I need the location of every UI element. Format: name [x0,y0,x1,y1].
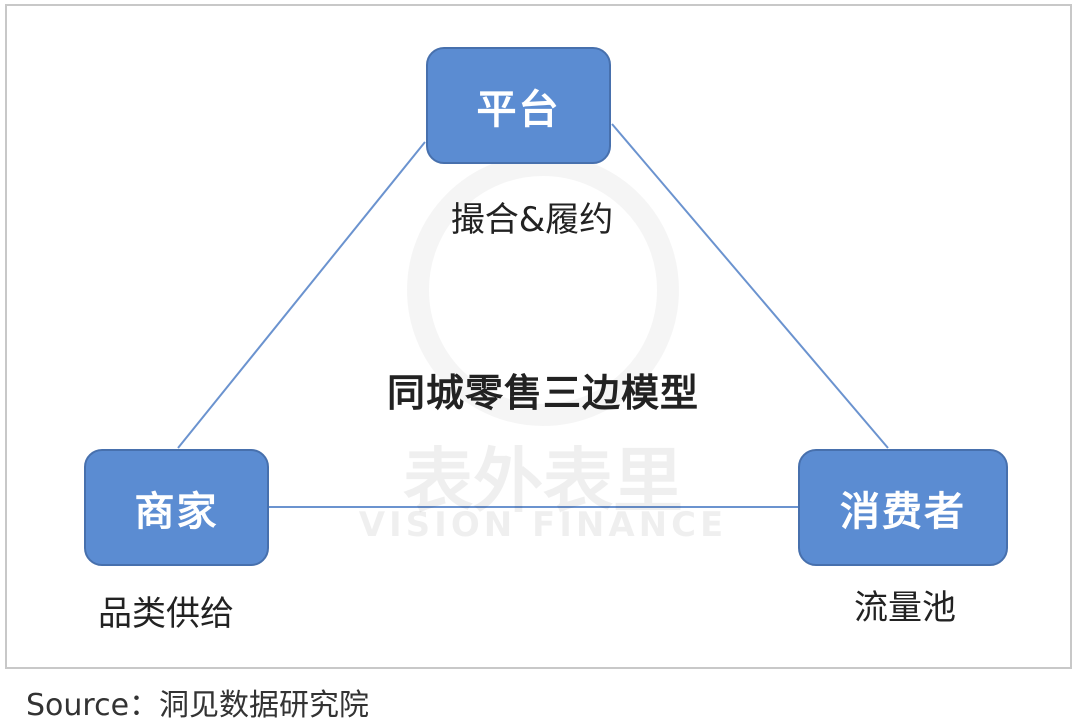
caption-consumer: 流量池 [854,588,956,628]
watermark-en: VISION FINANCE [358,505,728,545]
watermark-cn: 表外表里 [403,440,683,522]
node-consumer: 消费者 [798,449,1008,566]
node-merchant: 商家 [84,449,269,566]
diagram-title: 同城零售三边模型 [386,371,700,415]
diagram-frame [5,4,1072,669]
edge-platform-merchant [177,141,426,449]
node-platform: 平台 [426,47,611,164]
source-note: Source：洞见数据研究院 [26,688,370,723]
watermark-logo-ring [407,154,679,426]
caption-platform: 撮合&履约 [450,200,614,240]
edge-platform-consumer [611,123,889,449]
caption-merchant: 品类供给 [98,594,234,634]
